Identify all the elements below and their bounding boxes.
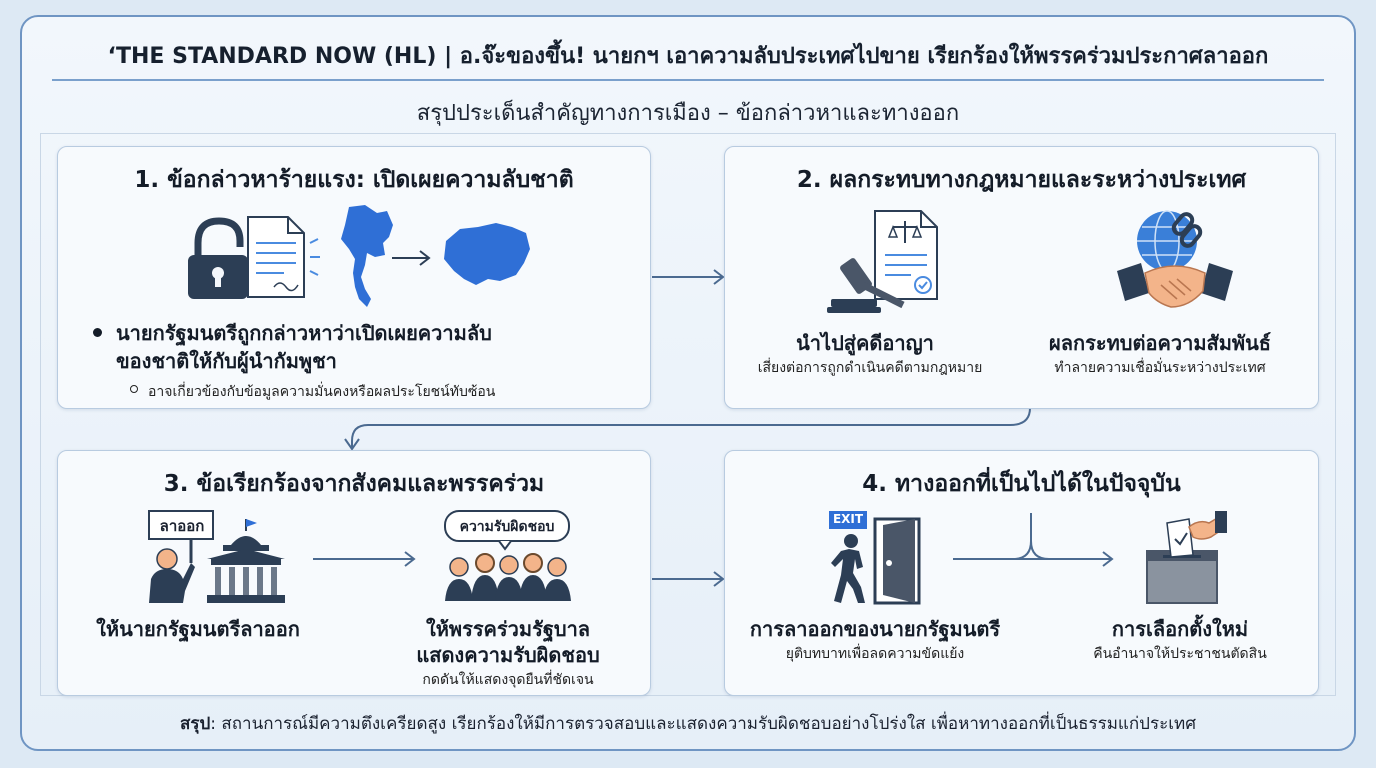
summary-footer: สรุป: สถานการณ์มีความตึงเครียดสูง เรียกร… [0, 710, 1376, 737]
arrow-right-icon [313, 551, 416, 567]
card-impact: 2. ผลกระทบทางกฎหมายและระหว่างประเทศ นำไป… [724, 146, 1319, 409]
legal-document-icon [874, 210, 938, 300]
criminal-case-desc: เสี่ยงต่อการถูกดำเนินคดีตามกฎหมาย [757, 360, 983, 376]
accusation-sub-bullet: อาจเกี่ยวข้องกับข้อมูลความมั่นคงหรือผลปร… [148, 384, 496, 400]
card-title: 4. ทางออกที่เป็นไปได้ในปัจจุบัน [862, 471, 1181, 497]
resign-sign-text: ลาออก [159, 517, 205, 535]
criminal-case-title: นำไปสู่คดีอาญา [796, 331, 934, 355]
crowd-icon [445, 553, 571, 601]
title-divider [52, 79, 1324, 81]
card-accusation: 1. ข้อกล่าวหาร้ายแรง: เปิดเผยความลับชาติ… [57, 146, 651, 409]
cambodia-map-icon [444, 223, 530, 285]
page-title: ‘THE STANDARD NOW (HL) | อ.จ๊ะของขึ้น! น… [107, 44, 1269, 69]
new-election-title: การเลือกตั้งใหม่ [1111, 617, 1249, 641]
exit-sign-text: EXIT [832, 512, 864, 526]
walking-person-icon [831, 534, 865, 603]
speech-bubble-icon [444, 510, 570, 551]
coalition-title-line2: แสดงความรับผิดชอบ [416, 643, 600, 667]
flow-arrow-2-to-3 [344, 407, 1031, 451]
pm-resignation-desc: ยุติบทบาทเพื่อลดความขัดแย้ง [785, 646, 965, 662]
sub-bullet-circle [130, 385, 138, 393]
card-title: 1. ข้อกล่าวหาร้ายแรง: เปิดเผยความลับชาติ [134, 167, 574, 193]
government-building-icon [207, 519, 285, 603]
card-title: 3. ข้อเรียกร้องจากสังคมและพรรคร่วม [163, 471, 545, 497]
summary-text: : สถานการณ์มีความตึงเครียดสูง เรียกร้องใ… [210, 714, 1197, 734]
pm-resignation-title: การลาออกของนายกรัฐมนตรี [749, 617, 1001, 641]
thailand-map-icon [341, 205, 393, 307]
relations-impact-title: ผลกระทบต่อความสัมพันธ์ [1049, 331, 1271, 355]
flow-arrow-branch [953, 513, 1114, 567]
coalition-desc: กดดันให้แสดงจุดยืนที่ชัดเจน [422, 672, 594, 688]
coalition-title-line1: ให้พรรคร่วมรัฐบาล [425, 617, 591, 641]
summary-label: สรุป [179, 714, 211, 734]
card-title: 2. ผลกระทบทางกฎหมายและระหว่างประเทศ [796, 167, 1247, 193]
bullet-dot [93, 328, 102, 337]
ballot-box-icon [1146, 511, 1227, 604]
relations-impact-desc: ทำลายความเชื่อมั่นระหว่างประเทศ [1054, 360, 1266, 376]
new-election-desc: คืนอำนาจให้ประชาชนตัดสิน [1093, 646, 1267, 662]
globe-chain-icon [1137, 210, 1203, 272]
handshake-icon [1117, 263, 1233, 308]
exit-door-icon [829, 511, 921, 605]
padlock-icon [188, 217, 248, 299]
arrow-right-icon [392, 250, 431, 266]
accusation-bullet-line1: นายกรัฐมนตรีถูกกล่าวหาว่าเปิดเผยความลับ [116, 321, 492, 345]
page-subtitle: สรุปประเด็นสำคัญทางการเมือง – ข้อกล่าวหา… [416, 101, 960, 126]
document-icon [247, 216, 320, 298]
card-demands: 3. ข้อเรียกร้องจากสังคมและพรรคร่วม ลาออก… [57, 450, 651, 696]
responsibility-bubble-text: ความรับผิดชอบ [459, 519, 555, 535]
background-grid [40, 133, 1336, 696]
flow-arrow-1-to-2 [652, 269, 725, 285]
flow-arrow-3-to-4 [652, 571, 725, 587]
protester-icon [148, 510, 214, 603]
pm-resign-title: ให้นายกรัฐมนตรีลาออก [96, 617, 300, 641]
accusation-bullet-line2: ของชาติให้กับผู้นำกัมพูชา [116, 349, 337, 373]
gavel-icon [827, 258, 905, 313]
card-solutions: 4. ทางออกที่เป็นไปได้ในปัจจุบัน EXIT การ… [724, 450, 1319, 696]
